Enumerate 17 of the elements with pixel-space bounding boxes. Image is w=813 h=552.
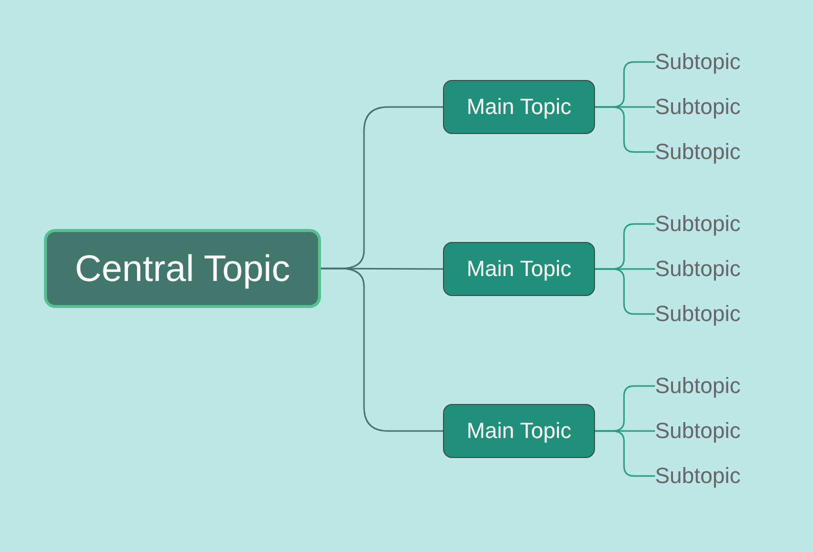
brace-line [595,430,655,477]
subtopic-label: Subtopic [655,208,751,240]
subtopic-label: Subtopic [655,460,751,492]
brace-line [595,106,655,153]
main-topic-box: Main Topic [443,80,595,134]
subtopic-label: Subtopic [655,136,751,168]
subtopic-label: Subtopic [655,46,751,78]
subtopic-label: Subtopic [655,253,751,285]
brace-line [595,268,655,315]
subtopic-label: Subtopic [655,370,751,402]
subtopic-label: Subtopic [655,298,751,330]
central-topic-box: Central Topic [44,229,321,308]
main-topic-box: Main Topic [443,404,595,458]
subtopic-label: Subtopic [655,415,751,447]
main-topic-box: Main Topic [443,242,595,296]
brace-line [321,268,443,432]
subtopic-label: Subtopic [655,91,751,123]
